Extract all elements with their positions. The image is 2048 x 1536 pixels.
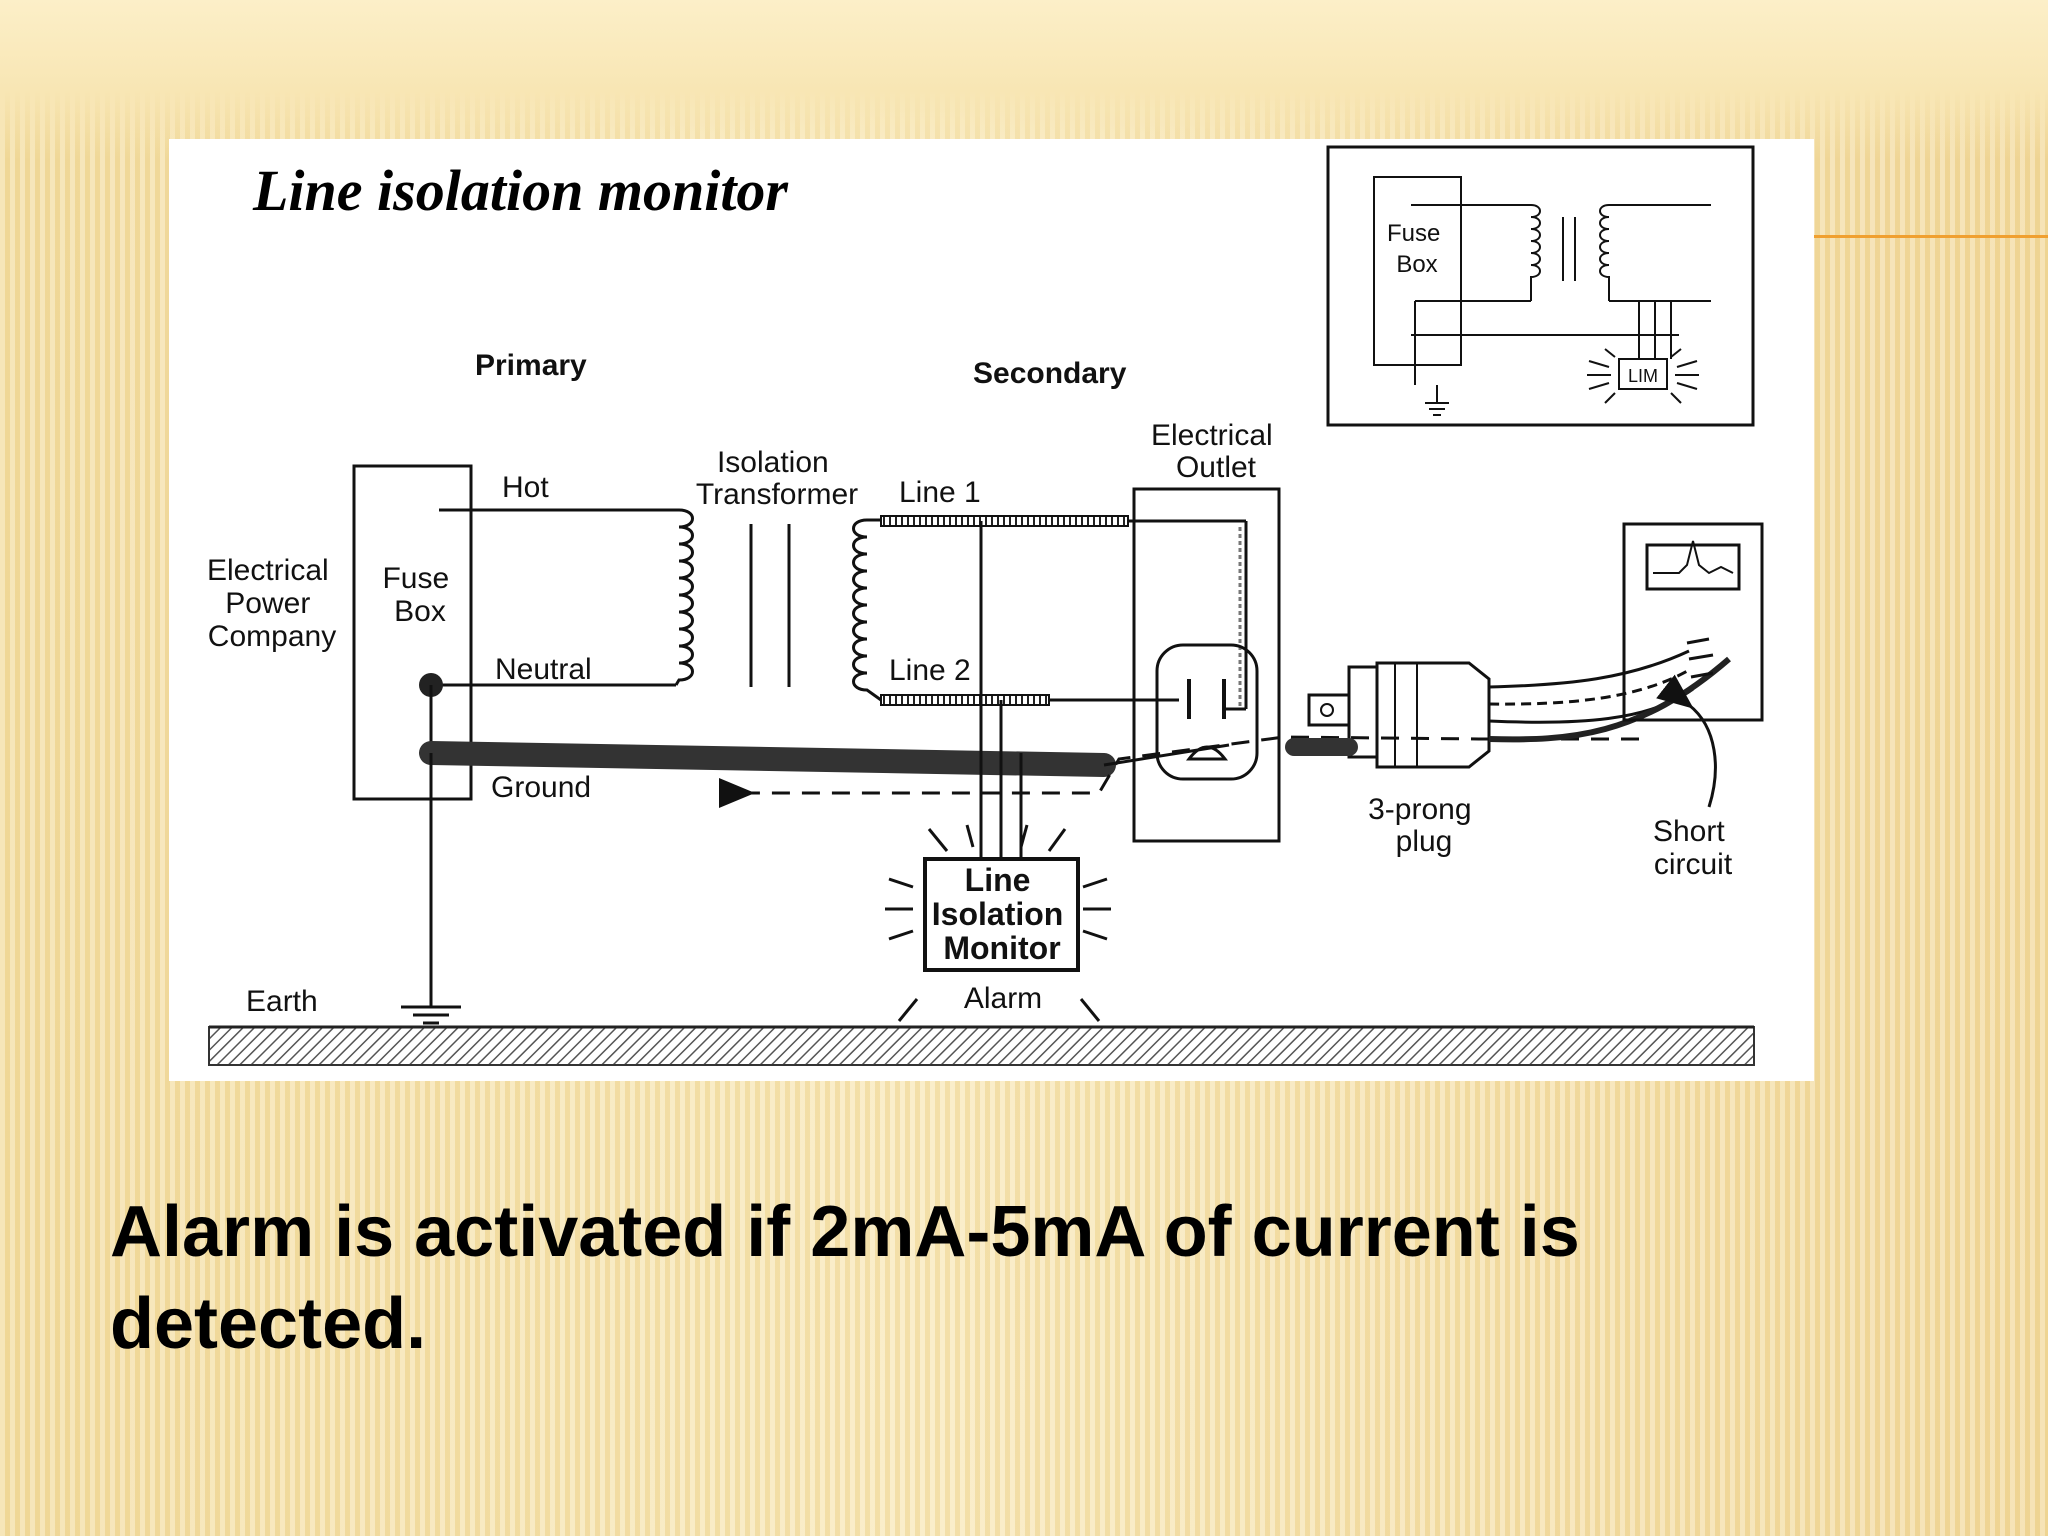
- inset-label-lim: LIM: [1628, 366, 1658, 386]
- label-hot: Hot: [502, 471, 549, 504]
- medical-device: [1622, 522, 1764, 722]
- waveform: [1653, 540, 1734, 575]
- label-earth: Earth: [246, 985, 318, 1018]
- outlet-face: [1155, 643, 1259, 781]
- label-line-1: Line 1: [899, 476, 981, 509]
- label-three-prong-plug: 3-prong plug: [1368, 793, 1480, 858]
- label-fuse-box: Fuse Box: [382, 562, 457, 628]
- diagram-panel: Primary Secondary Electrical Power Compa…: [169, 139, 1814, 1081]
- label-neutral: Neutral: [495, 653, 592, 686]
- accent-line: [1814, 235, 2048, 238]
- label-line-isolation-monitor: Line Isolation Monitor: [932, 862, 1072, 966]
- fuse-box: [352, 464, 473, 801]
- device-screen: [1645, 543, 1741, 591]
- line-1-conductor: [880, 515, 1129, 527]
- short-circuit-arrow: [1656, 674, 1717, 808]
- primary-coil: [674, 508, 694, 686]
- earth-ground-strip: [208, 1026, 1755, 1066]
- label-isolation-transformer: Isolation Transformer: [696, 446, 858, 511]
- label-line-2: Line 2: [889, 654, 971, 687]
- inset-lim-box: [1618, 358, 1668, 390]
- alarm-rays: [885, 824, 1111, 1022]
- label-short-circuit: Short circuit: [1653, 815, 1733, 881]
- label-secondary: Secondary: [973, 357, 1127, 390]
- inset-label-fuse-box: Fuse Box: [1387, 220, 1447, 278]
- line-isolation-monitor: [923, 857, 1080, 972]
- label-ground: Ground: [491, 771, 591, 804]
- ground-wire: [419, 741, 1116, 777]
- electrical-outlet-box: [1132, 487, 1281, 843]
- secondary-coil: [852, 518, 882, 702]
- line-2-conductor: [880, 694, 1050, 706]
- page-title: Line isolation monitor: [253, 158, 788, 223]
- slide-caption: Alarm is activated if 2mA-5mA of current…: [110, 1192, 1580, 1364]
- label-primary: Primary: [475, 349, 587, 382]
- label-alarm: Alarm: [964, 982, 1042, 1015]
- three-prong-plug: [1285, 661, 1491, 769]
- label-electrical-outlet: Electrical Outlet: [1151, 419, 1281, 484]
- label-electrical-power-company: Electrical Power Company: [207, 554, 337, 653]
- device-cord: [1488, 649, 1690, 689]
- line-isolation-diagram: Primary Secondary Electrical Power Compa…: [207, 145, 1764, 1066]
- inset-diagram: [1326, 145, 1755, 427]
